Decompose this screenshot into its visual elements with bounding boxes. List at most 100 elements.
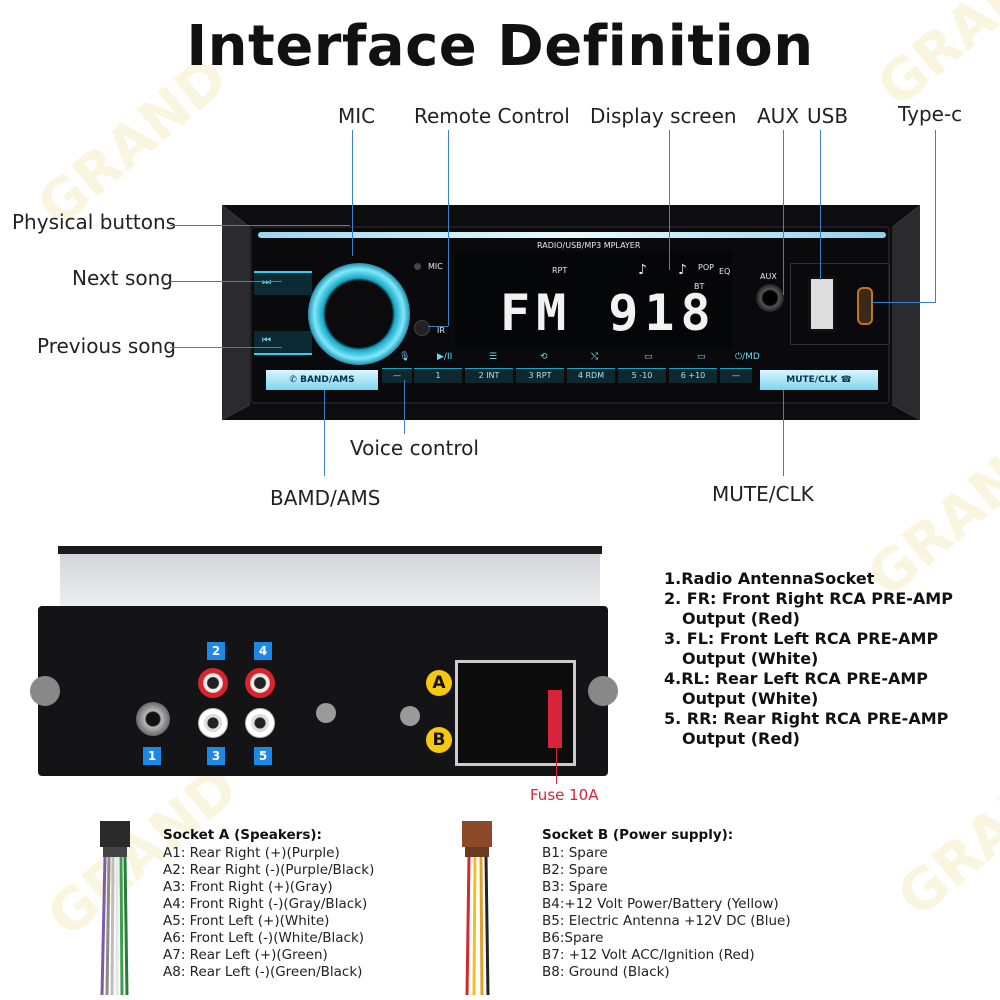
socket-a-list: A1: Rear Right (+)(Purple) A2: Rear Righ… xyxy=(163,845,374,981)
band-ams-label: BAMD/AMS xyxy=(270,486,381,510)
spec-line: Output (White) xyxy=(682,649,819,668)
tag-4: 4 xyxy=(254,642,272,660)
shuffle-icon: ⤭ xyxy=(591,352,599,362)
preset-6-button[interactable]: 6 +10 xyxy=(669,368,717,383)
harness-a-plug-icon xyxy=(100,821,130,995)
hangup-icon: ☎ xyxy=(837,375,852,385)
usb-label: USB xyxy=(807,104,849,128)
leader-line xyxy=(872,302,936,303)
list-item: A4: Front Right (-)(Gray/Black) xyxy=(163,896,368,912)
list-item: A3: Front Right (+)(Gray) xyxy=(163,879,333,895)
band-ams-button[interactable]: ✆ BAND/AMS xyxy=(266,370,378,390)
list-item: B3: Spare xyxy=(542,879,608,895)
rca-rr-jack[interactable] xyxy=(245,668,275,698)
preset-5-button[interactable]: 5 -10 xyxy=(618,368,666,383)
leader-line xyxy=(170,225,350,226)
list-item: A8: Rear Left (-)(Green/Black) xyxy=(163,964,363,980)
volume-knob[interactable] xyxy=(308,263,410,365)
ir-sensor-icon xyxy=(414,320,430,336)
tag-1: 1 xyxy=(143,747,161,765)
aux-jack[interactable] xyxy=(756,284,784,312)
list-item: B7: +12 Volt ACC/lgnition (Red) xyxy=(542,947,755,963)
mic-tag: MIC xyxy=(428,262,443,271)
screw-icon xyxy=(316,703,336,723)
preset-1-button[interactable]: 1 xyxy=(414,368,462,383)
list-item: B5: Electric Antenna +12V DC (Blue) xyxy=(542,913,791,929)
antenna-socket[interactable] xyxy=(136,702,170,736)
phone-icon: ✆ xyxy=(289,375,301,385)
voice-control-label: Voice control xyxy=(350,436,479,460)
spec-line: 3. FL: Front Left RCA PRE-AMP xyxy=(664,629,939,648)
power-mode-label: ⏻/MD xyxy=(735,352,760,362)
previous-song-button[interactable]: ⏮ xyxy=(254,331,312,355)
preset-3-button[interactable]: 3 RPT xyxy=(516,368,564,383)
port-panel xyxy=(790,263,890,345)
repeat-icon: ⟲ xyxy=(540,352,548,362)
leader-line xyxy=(448,130,449,326)
chassis-edge xyxy=(58,546,602,554)
rca-fl-jack[interactable] xyxy=(198,708,228,738)
folder-up-icon: ▭ xyxy=(697,352,706,362)
rca-rl-jack[interactable] xyxy=(245,708,275,738)
list-item: B2: Spare xyxy=(542,862,608,878)
socket-b-marker: B xyxy=(426,727,452,753)
leader-line xyxy=(352,130,353,256)
leader-line xyxy=(783,130,784,295)
frequency-readout: FM 918 xyxy=(500,284,717,342)
light-strip xyxy=(258,232,886,238)
spec-line: 1.Radio AntennaSocket xyxy=(664,569,875,588)
mic-hole-icon xyxy=(414,263,421,270)
display-screen xyxy=(455,252,732,348)
voice-control-button[interactable]: — xyxy=(382,368,412,383)
page-title: Interface Definition xyxy=(186,14,814,79)
aux-tag: AUX xyxy=(760,272,777,281)
leader-line xyxy=(170,281,282,282)
socket-b-title: Socket B (Power supply): xyxy=(542,827,734,843)
mount-screw-icon xyxy=(588,676,618,706)
preset-2-button[interactable]: 2 INT xyxy=(465,368,513,383)
list-item: A1: Rear Right (+)(Purple) xyxy=(163,845,340,861)
chassis-top xyxy=(60,548,600,610)
voice-icon: 🎙 xyxy=(399,352,411,362)
leader-line xyxy=(783,390,784,476)
iso-connector[interactable] xyxy=(455,660,576,766)
display-screen-label: Display screen xyxy=(590,104,737,128)
usb-port[interactable] xyxy=(808,276,836,332)
next-song-button[interactable]: ⏭ xyxy=(254,271,312,295)
list-item: A6: Front Left (-)(White/Black) xyxy=(163,930,365,946)
fuse-label: Fuse 10A xyxy=(530,786,599,804)
rca-spec-list: 1.Radio AntennaSocket 2. FR: Front Right… xyxy=(664,569,994,749)
list-item: B8: Ground (Black) xyxy=(542,964,670,980)
music-note-icon: ♪ xyxy=(638,262,647,278)
leader-line xyxy=(935,130,936,302)
previous-song-label: Previous song xyxy=(37,334,176,358)
mute-clk-label: MUTE/CLK xyxy=(712,482,814,506)
list-item: A2: Rear Right (-)(Purple/Black) xyxy=(163,862,375,878)
next-song-label: Next song xyxy=(72,266,173,290)
ir-tag: IR xyxy=(437,326,445,335)
rca-fr-jack[interactable] xyxy=(198,668,228,698)
socket-b-list: B1: Spare B2: Spare B3: Spare B4:+12 Vol… xyxy=(542,845,791,981)
mode-button[interactable]: — xyxy=(720,368,752,383)
harness-b-plug-icon xyxy=(462,821,492,995)
tag-2: 2 xyxy=(207,642,225,660)
folder-down-icon: ▭ xyxy=(644,352,653,362)
aux-label: AUX xyxy=(757,104,800,128)
eq-indicator: EQ xyxy=(719,267,731,276)
leader-line xyxy=(404,380,405,434)
leader-line xyxy=(820,130,821,280)
pop-indicator: POP xyxy=(698,263,714,272)
list-item: A5: Front Left (+)(White) xyxy=(163,913,330,929)
typec-label: Type-c xyxy=(898,102,963,126)
list-icon: ☰ xyxy=(489,352,498,362)
mute-clk-button[interactable]: MUTE/CLK ☎ xyxy=(760,370,878,390)
leader-line xyxy=(669,130,670,270)
mount-screw-icon xyxy=(30,676,60,706)
fuse xyxy=(548,690,562,748)
socket-a-title: Socket A (Speakers): xyxy=(163,827,322,843)
typec-port[interactable] xyxy=(857,287,873,325)
spec-line: 2. FR: Front Right RCA PRE-AMP xyxy=(664,589,953,608)
remote-control-label: Remote Control xyxy=(414,104,570,128)
list-item: B4:+12 Volt Power/Battery (Yellow) xyxy=(542,896,779,912)
preset-4-button[interactable]: 4 RDM xyxy=(567,368,615,383)
